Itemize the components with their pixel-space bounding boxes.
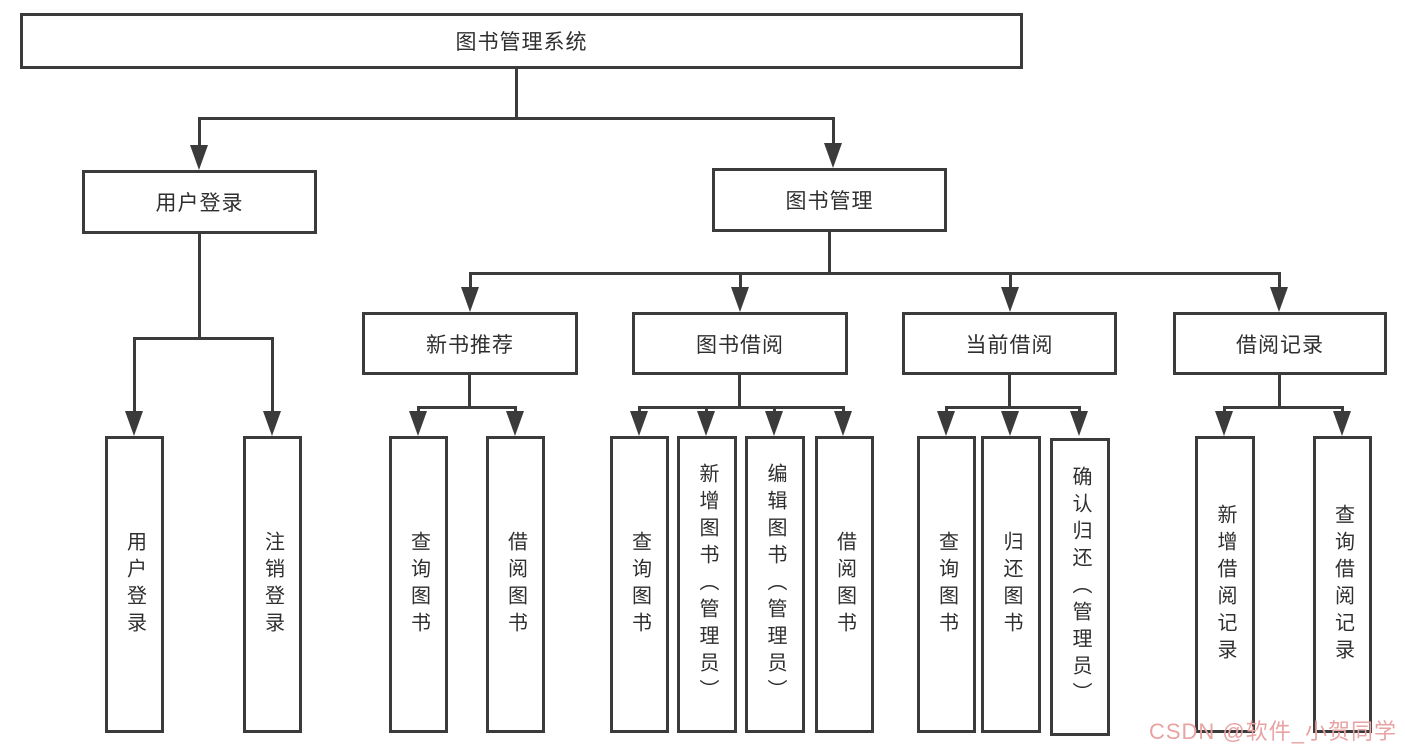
arrow-down-icon [1001, 411, 1019, 436]
leaf-return-books: 归还图书 [981, 436, 1041, 733]
connector [738, 375, 741, 406]
arrow-down-icon [765, 411, 783, 436]
connector [198, 117, 201, 146]
node-new-book-recommendation: 新书推荐 [362, 312, 578, 375]
connector [198, 234, 201, 337]
arrow-down-icon [409, 411, 427, 436]
arrow-down-icon [1333, 411, 1351, 436]
connector [417, 406, 517, 409]
connector [1223, 406, 1226, 414]
leaf-query-books: 查询图书 [389, 436, 448, 733]
connector [773, 406, 776, 414]
connector [417, 406, 420, 414]
connector [828, 232, 831, 273]
arrow-down-icon [125, 411, 143, 436]
arrow-down-icon [506, 411, 524, 436]
connector [1008, 375, 1011, 406]
leaf-label: 借阅图书 [504, 530, 527, 639]
arrow-down-icon [1215, 411, 1233, 436]
node-label: 图书管理 [785, 190, 874, 213]
arrow-down-icon [630, 411, 648, 436]
leaf-label: 注销登录 [261, 530, 284, 639]
leaf-confirm-return-admin: 确认归还（管理员） [1050, 438, 1110, 736]
leaf-label: 查询图书 [407, 530, 430, 639]
leaf-query-borrow-record: 查询借阅记录 [1313, 436, 1372, 733]
node-borrowing-records: 借阅记录 [1173, 312, 1387, 375]
leaf-edit-books-admin: 编辑图书（管理员） [745, 436, 805, 733]
leaf-label: 确认归还（管理员） [1069, 465, 1091, 709]
leaf-query-books: 查询图书 [610, 436, 669, 733]
connector [1223, 406, 1344, 409]
connector [638, 406, 845, 409]
connector [945, 406, 1081, 409]
node-label: 图书借阅 [696, 333, 784, 357]
connector [1278, 375, 1281, 406]
connector [638, 406, 641, 414]
node-label: 当前借阅 [965, 333, 1054, 357]
leaf-label: 新增借阅记录 [1214, 503, 1236, 666]
connector [1278, 272, 1281, 288]
arrow-down-icon [461, 287, 479, 312]
leaf-query-books: 查询图书 [917, 436, 976, 733]
node-library-management-system: 图书管理系统 [20, 13, 1023, 69]
leaf-label: 查询图书 [628, 530, 651, 639]
leaf-label: 用户登录 [123, 530, 146, 639]
node-book-management: 图书管理 [712, 168, 947, 232]
connector [945, 406, 948, 414]
arrow-down-icon [731, 287, 749, 312]
csdn-watermark: CSDN @软件_小贺同学 [1148, 719, 1397, 744]
leaf-borrow-books: 借阅图书 [486, 436, 545, 733]
node-user-login: 用户登录 [82, 170, 317, 234]
arrow-down-icon [1070, 411, 1088, 436]
arrow-down-icon [190, 145, 208, 170]
node-label: 借阅记录 [1236, 333, 1324, 357]
arrow-down-icon [697, 411, 715, 436]
connector [133, 337, 274, 340]
node-label: 新书推荐 [426, 333, 514, 357]
connector [739, 272, 742, 288]
leaf-label: 借阅图书 [833, 530, 856, 639]
leaf-logout: 注销登录 [243, 436, 302, 733]
leaf-borrow-books: 借阅图书 [815, 436, 874, 733]
connector [468, 375, 471, 406]
connector [133, 337, 136, 412]
arrow-down-icon [824, 143, 842, 168]
connector [198, 117, 835, 120]
connector [842, 406, 845, 414]
node-book-borrowing: 图书借阅 [632, 312, 848, 375]
arrow-down-icon [1270, 287, 1288, 312]
leaf-label: 编辑图书（管理员） [764, 463, 786, 706]
arrow-down-icon [937, 411, 955, 436]
connector [1341, 406, 1344, 414]
connector [705, 406, 708, 414]
connector [1009, 272, 1012, 288]
leaf-label: 归还图书 [1000, 530, 1022, 639]
leaf-label: 查询借阅记录 [1331, 503, 1354, 666]
connector [515, 69, 518, 117]
connector [832, 117, 835, 145]
node-label: 用户登录 [155, 192, 244, 215]
leaf-label: 查询图书 [935, 530, 958, 639]
connector [514, 406, 517, 414]
arrow-down-icon [263, 411, 281, 436]
connector [469, 272, 1281, 275]
node-current-borrowing: 当前借阅 [902, 312, 1117, 375]
leaf-add-borrow-record: 新增借阅记录 [1195, 436, 1255, 733]
arrow-down-icon [834, 411, 852, 436]
leaf-label: 新增图书（管理员） [696, 463, 718, 706]
connector [1078, 406, 1081, 414]
connector [271, 337, 274, 412]
connector [469, 272, 472, 288]
leaf-user-login: 用户登录 [105, 436, 164, 733]
leaf-add-books-admin: 新增图书（管理员） [677, 436, 737, 733]
arrow-down-icon [1001, 287, 1019, 312]
node-label: 图书管理系统 [455, 31, 588, 54]
